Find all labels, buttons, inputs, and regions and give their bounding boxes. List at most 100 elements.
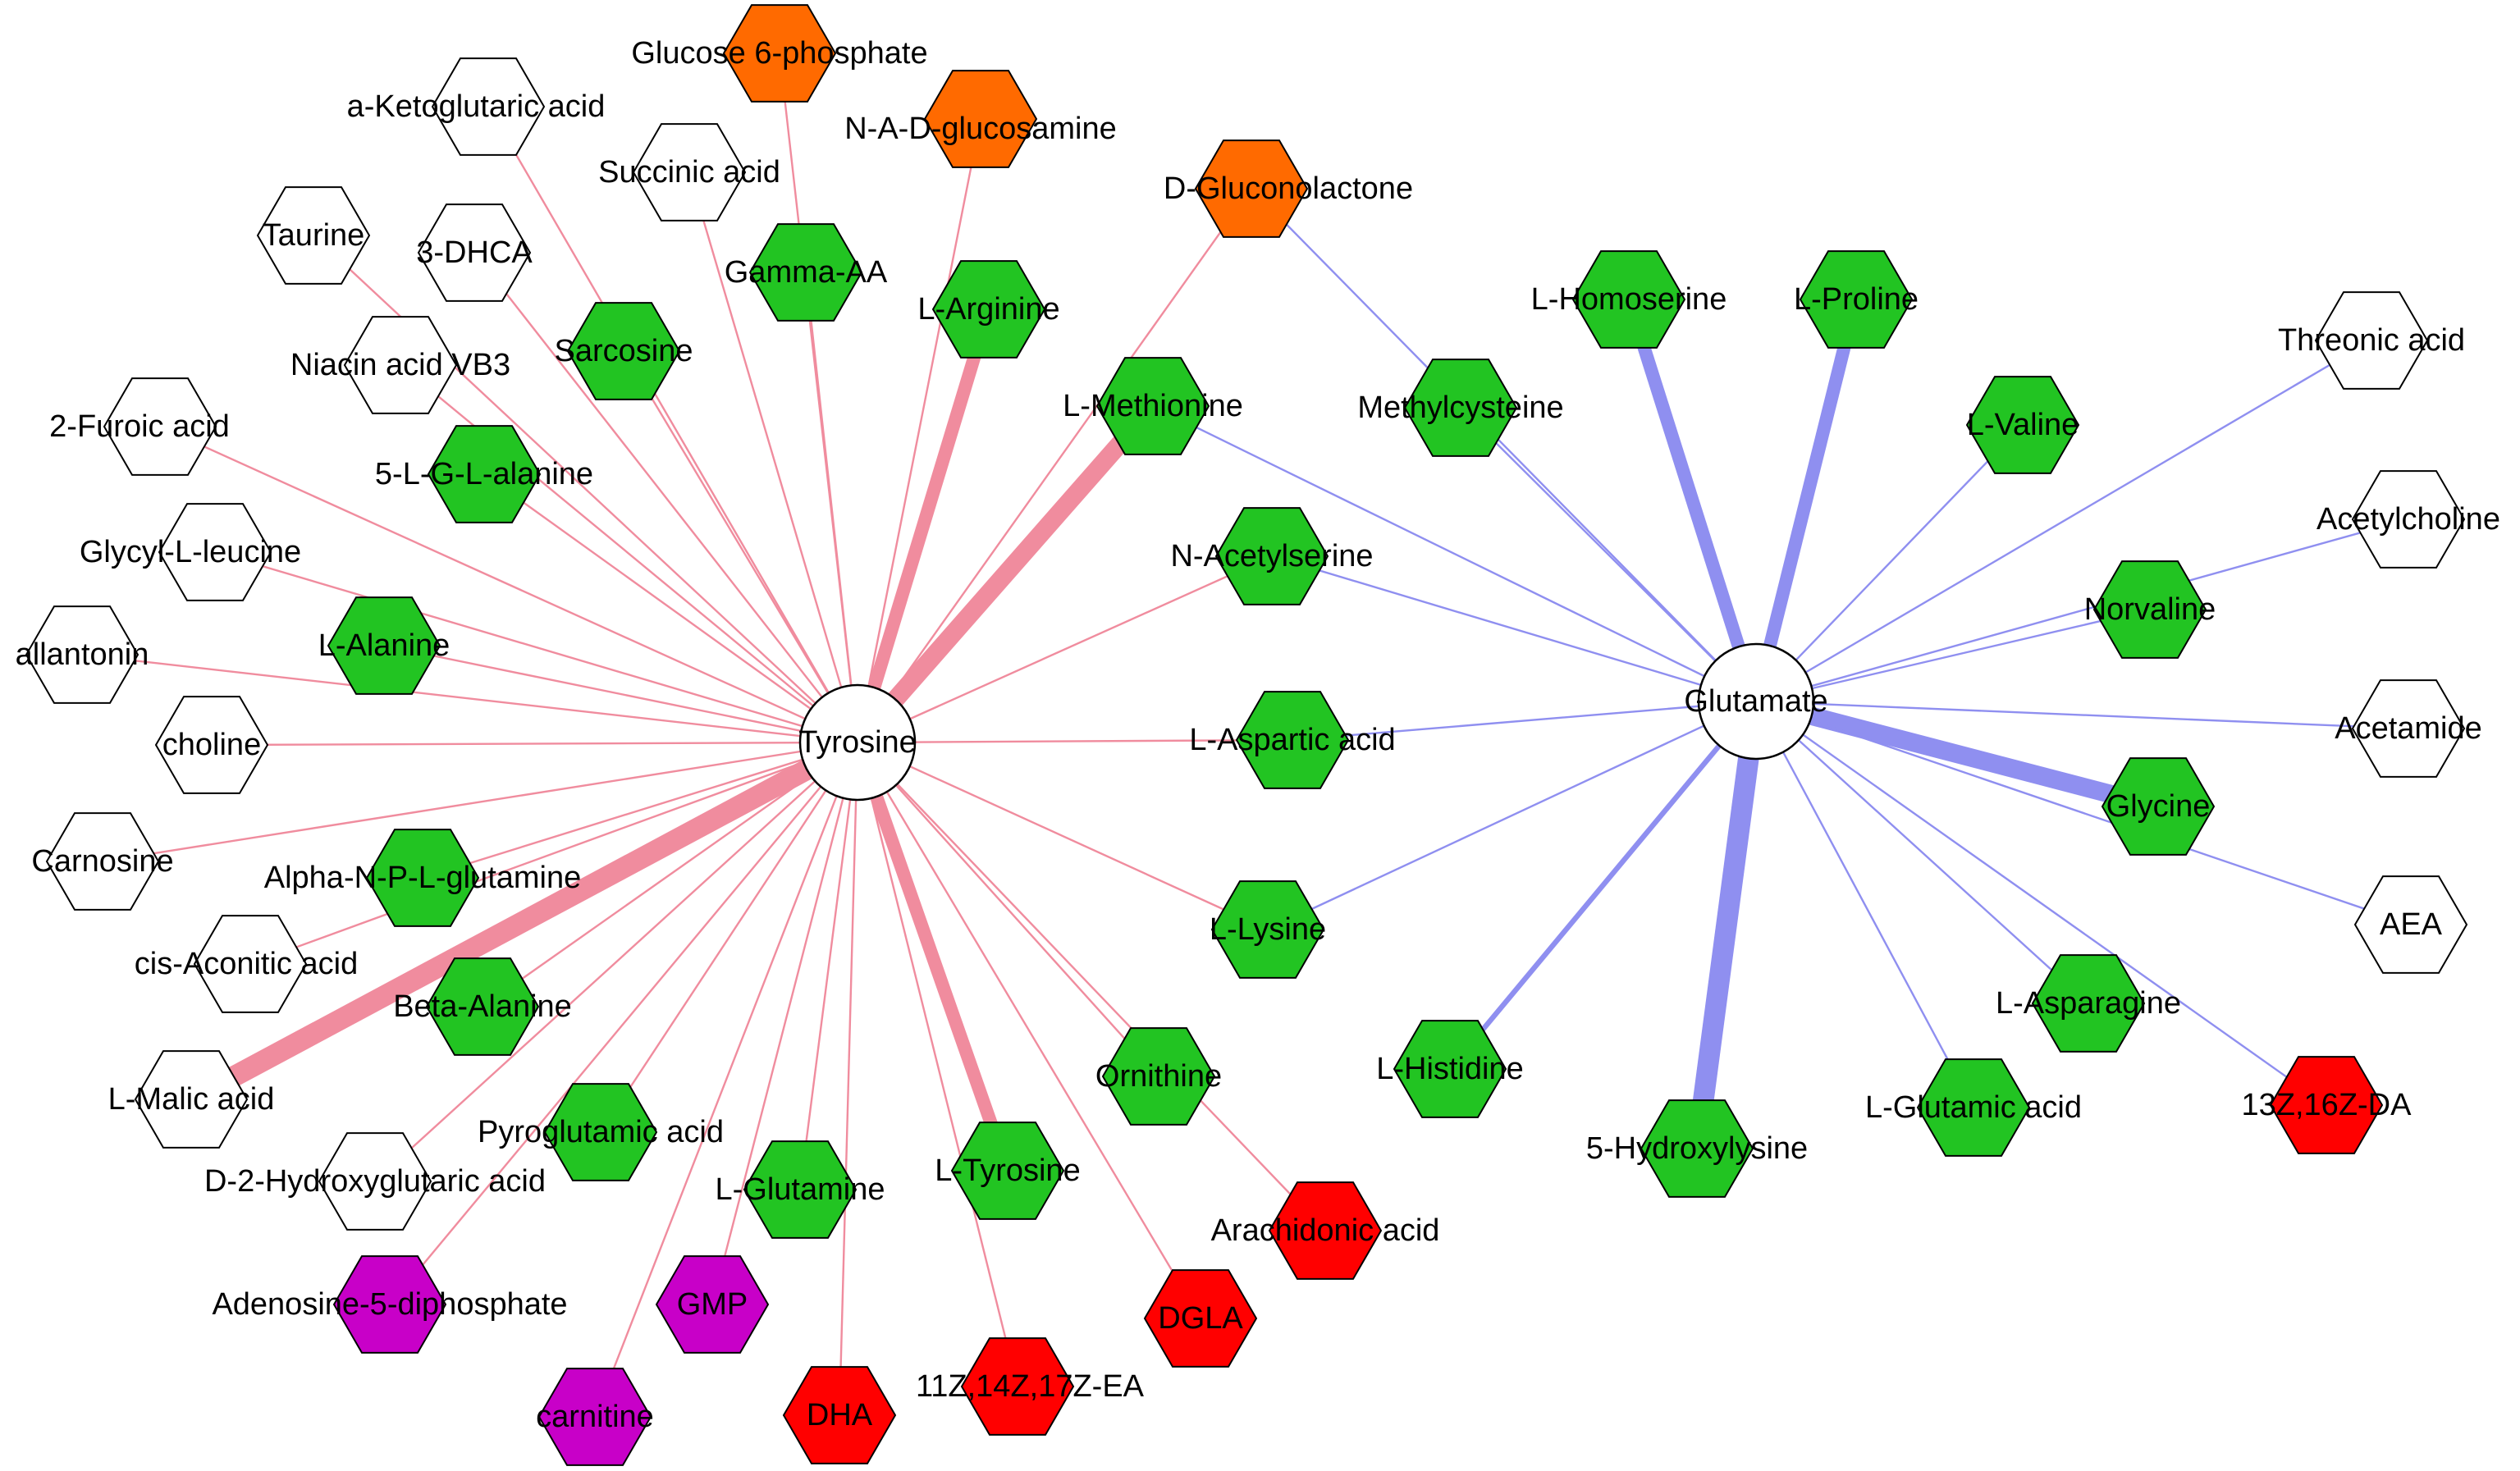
edge-tyr-sarc <box>622 350 859 743</box>
node-chol: choline <box>154 696 269 794</box>
node-label: Adenosine-5-diphosphate <box>212 1287 567 1322</box>
node-hlys: 5-Hydroxylysine <box>1586 1099 1808 1198</box>
node-asp: L-Aspartic acid <box>1189 691 1396 789</box>
edge-tyr-asp <box>857 738 1293 744</box>
node-label: L-Glutamic acid <box>1865 1090 2082 1125</box>
edge-glu-asp <box>1292 700 1757 742</box>
node-hexagon <box>1799 250 1914 349</box>
node-label: Arachidonic acid <box>1211 1213 1440 1248</box>
node-hexagon <box>2353 875 2468 974</box>
node-label: Acetamide <box>2335 711 2482 746</box>
node-hexagon <box>103 377 217 476</box>
node-acet: Acetamide <box>2335 679 2482 778</box>
node-ach: Acetylcholine <box>2316 470 2500 569</box>
node-dgla: DGLA <box>1143 1269 1258 1368</box>
node-hexagon <box>1210 880 1325 979</box>
node-nadg: N-A-D-glucosamine <box>844 70 1117 168</box>
node-hexagon <box>1916 1058 2031 1157</box>
node-label: Glycyl-L-leucine <box>80 535 301 569</box>
node-fur: 2-Furoic acid <box>49 377 230 476</box>
edge-glu-hser <box>1622 297 1763 704</box>
edge-tyr-dha <box>838 742 859 1416</box>
node-label: 3-DHCA <box>416 235 533 270</box>
node-hexagon <box>1393 1020 1507 1118</box>
node-lgla: 5-L-G-L-alanine <box>375 425 593 523</box>
node-hexagon <box>25 605 139 704</box>
node-hexagon <box>722 4 837 103</box>
edge-glu-hlys <box>1686 700 1767 1150</box>
node-hexagon <box>923 70 1038 168</box>
node-label: 11Z,14Z,17Z-EA <box>916 1369 1145 1404</box>
edge-glu-lys <box>1267 700 1757 931</box>
node-lys: L-Lysine <box>1210 880 1326 979</box>
node-label: Glucose 6-phosphate <box>631 36 927 71</box>
edge-tyr-d2hg <box>374 742 858 1182</box>
node-ltyr: L-Tyrosine <box>935 1122 1081 1220</box>
node-label: Niacin acid VB3 <box>290 348 510 382</box>
edge-glu-acet <box>1755 700 2409 730</box>
edge-tyr-pyro <box>599 742 859 1133</box>
node-hexagon <box>425 957 540 1056</box>
node-mal: L-Malic acid <box>108 1050 274 1149</box>
node-label: Pyroglutamic acid <box>478 1115 724 1149</box>
hub-circle <box>798 683 917 802</box>
node-hexagon <box>537 1368 652 1466</box>
node-hexagon <box>1403 359 1518 457</box>
edge-glu-asn <box>1755 701 2089 1004</box>
edge-glu-ach <box>1755 518 2409 703</box>
edge-glu-met <box>1152 404 1757 703</box>
node-layer: Glucose 6-phosphateN-A-D-glucosamineD-Gl… <box>16 4 2500 1466</box>
node-hexagon <box>427 425 542 523</box>
hub-circle <box>1697 642 1815 761</box>
node-nval: Norvaline <box>2084 560 2216 659</box>
edge-tyr-ala <box>383 644 858 744</box>
node-arg: L-Arginine <box>917 260 1060 359</box>
node-hexagon <box>134 1050 249 1149</box>
edge-tyr-nacs <box>857 555 1273 744</box>
node-thr: Threonic acid <box>2278 291 2465 390</box>
hub-label: Tyrosine <box>798 725 917 760</box>
node-hexagon <box>1095 357 1210 455</box>
node-label: DGLA <box>1158 1301 1243 1336</box>
node-label: Glycine <box>2106 789 2211 824</box>
edge-tyr-adp <box>389 742 858 1305</box>
hub-label: Glutamate <box>1684 684 1827 719</box>
edge-tyr-carn <box>102 741 858 863</box>
node-hexagon <box>2314 291 2429 390</box>
node-hexagon <box>256 186 371 285</box>
node-hexagon <box>1194 139 1309 238</box>
node-label: N-A-D-glucosamine <box>844 112 1117 146</box>
edge-glu-aea <box>1755 700 2412 926</box>
node-d2hg: D-2-Hydroxyglutaric acid <box>204 1132 546 1231</box>
edge-tyr-ea <box>856 742 1019 1387</box>
node-hexagon <box>45 812 160 911</box>
node-sarc: Sarcosine <box>555 302 693 400</box>
node-hexagon <box>2269 1056 2384 1154</box>
node-hexagon <box>158 503 272 601</box>
edge-tyr-nadg <box>856 118 982 743</box>
node-label: D-2-Hydroxyglutaric acid <box>204 1164 546 1199</box>
node-bala: Beta-Alanine <box>393 957 572 1056</box>
node-hexagon <box>154 696 269 794</box>
hub-glu: Glutamate <box>1684 642 1828 761</box>
node-hexagon <box>748 223 863 322</box>
edge-tyr-arg <box>851 307 995 745</box>
node-label: Acetylcholine <box>2316 502 2500 537</box>
node-dhca: 3-DHCA <box>416 203 533 302</box>
node-g6p: Glucose 6-phosphate <box>631 4 928 103</box>
node-hexagon <box>1965 376 2080 474</box>
node-hexagon <box>1143 1269 1258 1368</box>
node-label: cis-Aconitic acid <box>135 947 358 981</box>
edge-tyr-akg <box>487 106 859 743</box>
node-label: GMP <box>677 1287 748 1322</box>
node-hexagon <box>566 302 681 400</box>
node-label: Threonic acid <box>2278 323 2465 358</box>
edge-glu-dglc <box>1251 188 1757 702</box>
edge-tyr-crn <box>593 742 859 1418</box>
edge-tyr-gmp <box>711 742 859 1305</box>
node-ara: Arachidonic acid <box>1211 1181 1440 1280</box>
node-hexagon <box>2351 679 2466 778</box>
node-hexagon <box>2031 954 2146 1053</box>
edge-glu-nval <box>1755 608 2151 703</box>
edge-tyr-dglc <box>857 188 1252 743</box>
